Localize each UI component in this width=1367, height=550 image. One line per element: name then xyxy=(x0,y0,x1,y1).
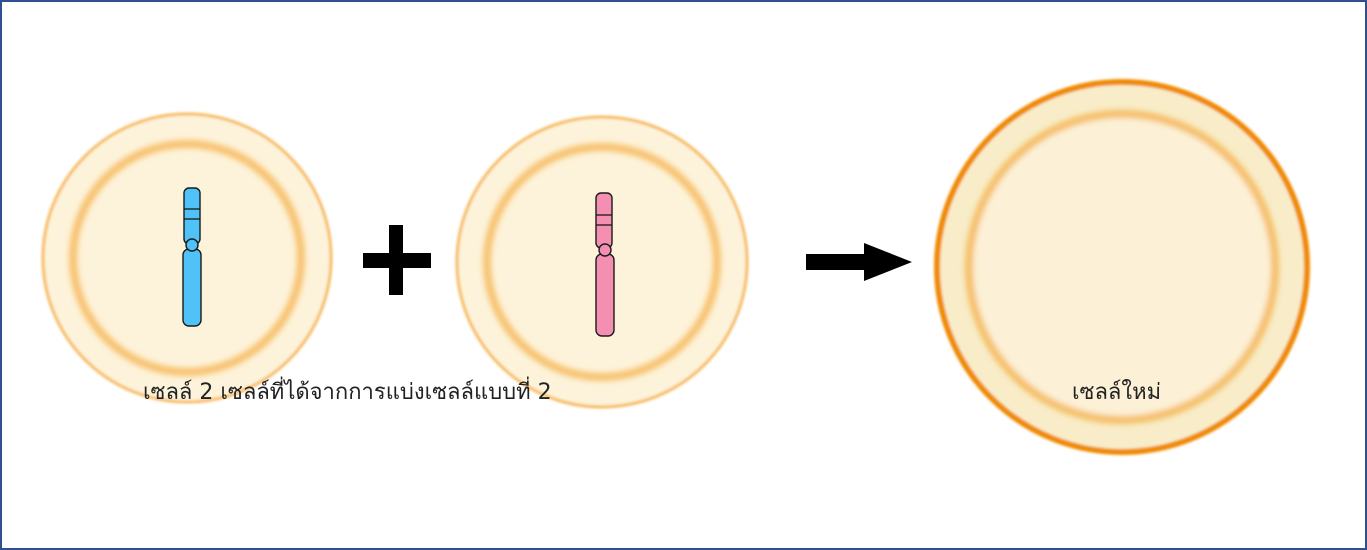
chromosome-pink xyxy=(595,192,615,337)
caption-new-cell: เซลล์ใหม่ xyxy=(1072,380,1162,405)
parent-cell-left xyxy=(41,112,333,404)
plus-icon xyxy=(363,225,431,295)
chromosome-blue xyxy=(182,187,202,327)
parent-cell-right xyxy=(455,115,749,409)
new-cell xyxy=(934,79,1310,455)
caption-parent-cells: เซลล์ 2 เซลล์ที่ได้จากการแบ่งเซลล์แบบที่… xyxy=(143,380,552,405)
arrow-right-icon xyxy=(806,243,912,281)
